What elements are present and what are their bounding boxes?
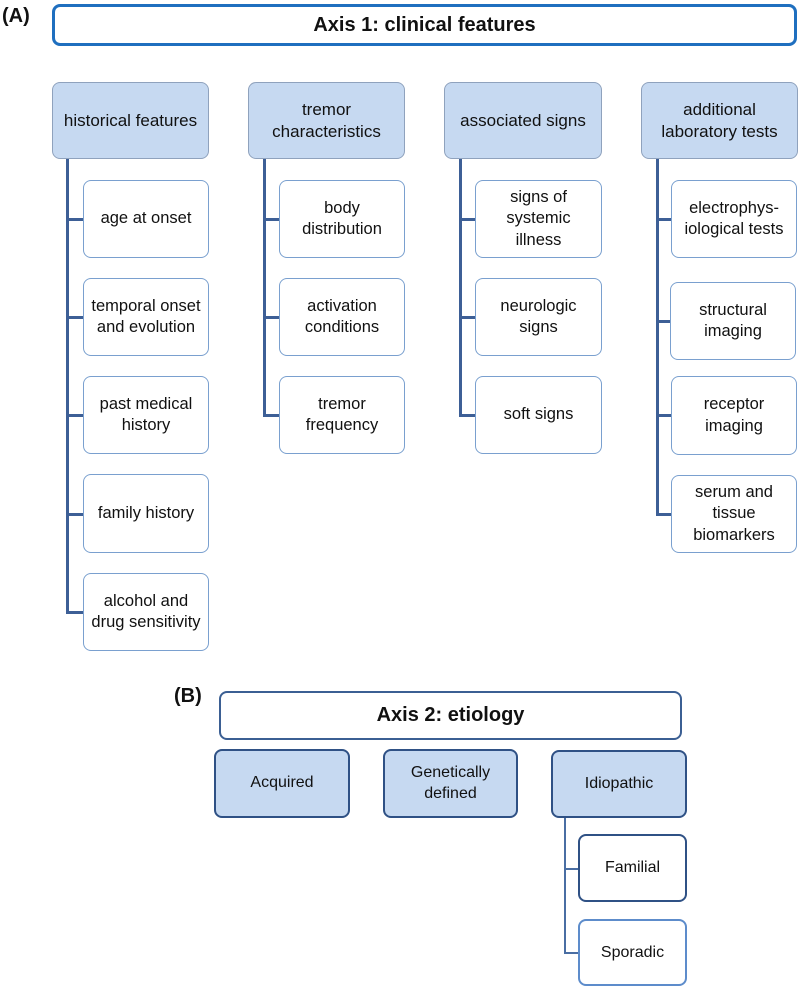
category-acquired: Acquired: [214, 749, 350, 818]
item-label: Sporadic: [600, 943, 665, 961]
item-signs-of-systemic-illness: signs of systemic illness: [475, 180, 602, 258]
category-label: tremor characteristics: [272, 100, 381, 141]
item-tremor-frequency: tremor frequency: [279, 376, 405, 454]
category-additional-laboratory-tests: additional laboratory tests: [641, 82, 798, 159]
connector-branch: [459, 316, 476, 319]
item-label: structural imaging: [699, 300, 767, 340]
item-label: family history: [97, 503, 195, 522]
item-label: signs of systemic illness: [506, 187, 571, 249]
item-familial: Familial: [578, 834, 687, 902]
connector-branch: [459, 414, 476, 417]
connector-branch: [263, 316, 280, 319]
item-label: tremor frequency: [305, 394, 379, 434]
category-associated-signs: associated signs: [444, 82, 602, 159]
connector-line: [564, 818, 566, 953]
connector-branch: [66, 611, 83, 614]
connector-branch: [459, 218, 476, 221]
connector-line: [263, 159, 266, 417]
item-family-history: family history: [83, 474, 209, 553]
connector-branch: [66, 218, 83, 221]
category-historical-features: historical features: [52, 82, 209, 159]
item-label: past medical history: [99, 394, 193, 434]
category-idiopathic: Idiopathic: [551, 750, 687, 818]
item-structural-imaging: structural imaging: [670, 282, 796, 360]
connector-branch: [263, 218, 280, 221]
item-electrophysiological-tests: electrophys-iological tests: [671, 180, 797, 258]
item-label: temporal onset and evolution: [91, 296, 201, 336]
connector-branch: [564, 952, 579, 954]
connector-line: [656, 159, 659, 515]
category-label: associated signs: [460, 110, 586, 130]
connector-branch: [656, 320, 671, 323]
item-label: activation conditions: [304, 296, 380, 336]
connector-branch: [263, 414, 280, 417]
category-genetically-defined: Genetically defined: [383, 749, 518, 818]
axis1-title-box: Axis 1: clinical features: [52, 4, 797, 46]
category-label: additional laboratory tests: [661, 100, 778, 141]
category-label: Genetically defined: [410, 763, 491, 802]
panel-a-label: (A): [2, 5, 30, 27]
item-alcohol-drug-sensitivity: alcohol and drug sensitivity: [83, 573, 209, 651]
axis2-title-box: Axis 2: etiology: [219, 691, 682, 740]
item-soft-signs: soft signs: [475, 376, 602, 454]
item-past-medical-history: past medical history: [83, 376, 209, 454]
item-age-at-onset: age at onset: [83, 180, 209, 258]
item-label: serum and tissue biomarkers: [693, 482, 775, 544]
connector-line: [66, 159, 69, 613]
item-activation-conditions: activation conditions: [279, 278, 405, 356]
category-label: historical features: [63, 110, 198, 130]
connector-line: [459, 159, 462, 417]
connector-branch: [66, 414, 83, 417]
item-neurologic-signs: neurologic signs: [475, 278, 602, 356]
axis2-title: Axis 2: etiology: [376, 704, 525, 726]
category-tremor-characteristics: tremor characteristics: [248, 82, 405, 159]
connector-branch: [66, 316, 83, 319]
item-temporal-onset: temporal onset and evolution: [83, 278, 209, 356]
item-label: neurologic signs: [500, 296, 577, 336]
item-label: alcohol and drug sensitivity: [91, 591, 201, 631]
item-label: electrophys-iological tests: [684, 198, 784, 238]
connector-branch: [66, 513, 83, 516]
item-body-distribution: body distribution: [279, 180, 405, 258]
axis1-title: Axis 1: clinical features: [313, 13, 536, 36]
item-label: age at onset: [100, 209, 192, 228]
connector-branch: [564, 868, 579, 870]
item-serum-tissue-biomarkers: serum and tissue biomarkers: [671, 475, 797, 553]
item-label: soft signs: [503, 405, 574, 424]
item-label: receptor imaging: [703, 395, 765, 435]
item-sporadic: Sporadic: [578, 919, 687, 986]
category-label: Idiopathic: [584, 774, 654, 792]
item-label: body distribution: [302, 198, 382, 238]
connector-branch: [656, 414, 671, 417]
item-label: Familial: [604, 859, 661, 876]
panel-b-label: (B): [174, 685, 202, 707]
category-label: Acquired: [250, 774, 314, 792]
connector-branch: [656, 218, 671, 221]
item-receptor-imaging: receptor imaging: [671, 376, 797, 455]
connector-branch: [656, 513, 671, 516]
